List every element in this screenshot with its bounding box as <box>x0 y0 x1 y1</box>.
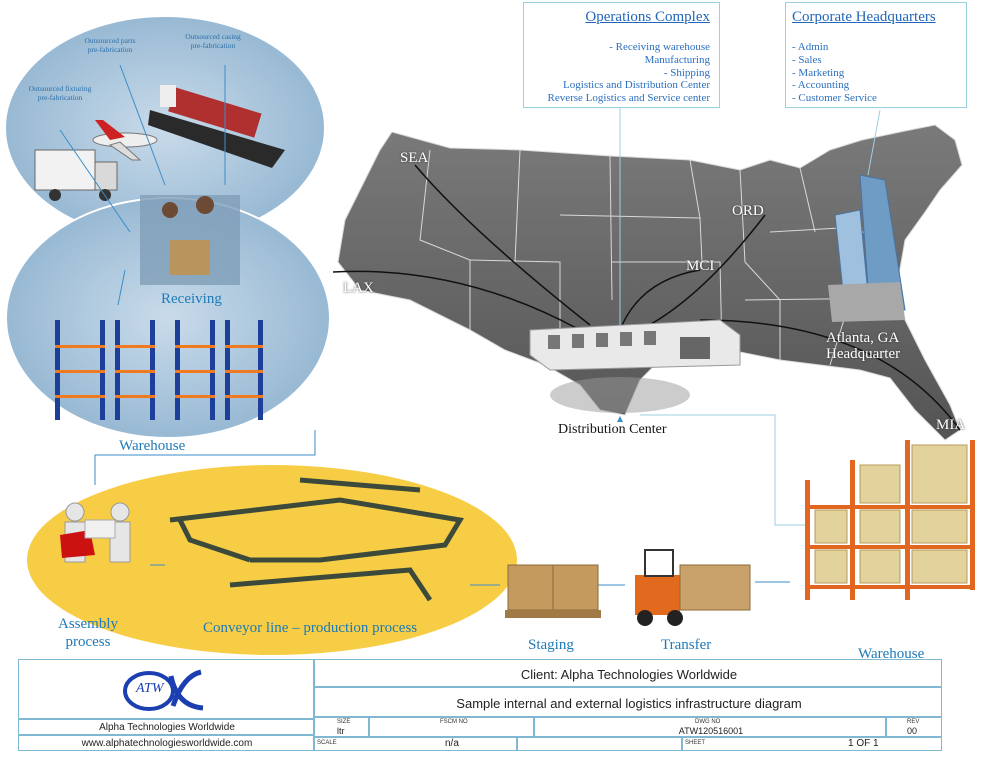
city-label-mia: MIA <box>936 417 966 433</box>
ops-item: - Shipping <box>663 66 710 79</box>
size-value: ltr <box>337 726 345 736</box>
fscm-cell: FSCM NO <box>369 717 534 737</box>
assembly-process-label: Assembly process <box>58 615 118 651</box>
assembly-label-line1: Assembly <box>58 616 118 632</box>
corporate-hq-box: Corporate Headquarters - Admin - Sales -… <box>785 2 967 108</box>
fixturing-label: Outsourced fixturing pre-fabrication <box>28 84 92 102</box>
size-label: SIZE <box>337 719 351 725</box>
hq-item: - Admin <box>792 41 829 53</box>
rev-value: 00 <box>907 726 918 736</box>
fscm-label: FSCM NO <box>440 719 468 725</box>
conveyor-image <box>169 477 465 602</box>
sheet-cell: SHEET 1 OF 1 <box>682 737 942 751</box>
forklift-image <box>635 549 751 626</box>
staging-label: Staging <box>528 637 574 653</box>
company-cell: Alpha Technologies Worldwide <box>18 719 314 735</box>
ops-item: - Receiving warehouse <box>609 41 710 53</box>
website-cell: www.alphatechnologiesworldwide.com <box>18 735 314 751</box>
distribution-center-label: Distribution Center <box>558 422 667 437</box>
city-label-sea: SEA <box>400 150 429 166</box>
atlanta-label-line2: Headquarter <box>826 346 901 362</box>
receiving-workers-image <box>140 195 240 285</box>
hq-tower-image <box>828 109 906 322</box>
city-label-lax: LAX <box>343 280 374 296</box>
transfer-label: Transfer <box>661 637 712 653</box>
staging-boxes-image <box>505 564 601 618</box>
hq-item: - Sales <box>792 53 822 66</box>
scale-value: n/a <box>445 738 459 749</box>
city-label-ord: ORD <box>732 203 764 219</box>
hq-item: - Customer Service <box>792 92 877 105</box>
corporate-hq-title[interactable]: Corporate Headquarters <box>792 9 936 25</box>
warehouse-inbound-label: Warehouse <box>119 438 186 454</box>
rev-label: REV <box>907 719 920 725</box>
scale-cell: SCALE n/a <box>314 737 517 751</box>
ops-item: Logistics and Distribution Center <box>563 79 710 92</box>
hq-item: - Accounting <box>792 79 850 92</box>
logo-text: ATW <box>136 681 164 696</box>
receiving-label: Receiving <box>161 291 222 307</box>
destination-rack-image <box>805 440 975 600</box>
assembly-label-line2: process <box>65 634 111 650</box>
atlanta-hq-label: Atlanta, GA Headquarter <box>826 330 900 362</box>
scale-label: SCALE <box>317 740 337 746</box>
flight-paths <box>332 164 961 431</box>
airplane-image <box>92 120 158 161</box>
inbound-arrows <box>59 64 790 586</box>
warehouse-outbound-label: Warehouse <box>858 646 925 662</box>
description-text: Sample internal and external logistics i… <box>456 696 802 711</box>
casing-label: Outsourced casing pre-fabrication <box>185 32 241 50</box>
city-label-mci: MCI <box>686 258 715 274</box>
sheet-label: SHEET <box>685 740 706 746</box>
assembly-figures-image <box>60 502 131 563</box>
atlanta-label-line1: Atlanta, GA <box>826 330 900 346</box>
hq-item: - Marketing <box>792 66 845 79</box>
website-link[interactable]: www.alphatechnologiesworldwide.com <box>81 738 253 749</box>
ops-item: Manufacturing <box>644 53 710 66</box>
size-cell: SIZE ltr <box>314 717 369 737</box>
atw-logo-icon <box>123 669 204 711</box>
logo-cell: ATW <box>18 659 314 719</box>
cargo-ship-image <box>148 85 285 168</box>
parts-label: Outsourced parts pre-fabrication <box>84 36 136 54</box>
blank-cell <box>517 737 682 751</box>
sheet-value: 1 OF 1 <box>848 738 879 749</box>
us-map <box>337 124 963 441</box>
warehouse-racks-image <box>55 320 263 420</box>
client-text: Client: Alpha Technologies Worldwide <box>520 667 738 682</box>
dwg-value: ATW120516001 <box>678 726 744 736</box>
description-cell: Sample internal and external logistics i… <box>314 687 942 717</box>
title-block: ATW Alpha Technologies Worldwide www.alp… <box>18 659 942 751</box>
ops-item: Reverse Logistics and Service center <box>547 92 711 105</box>
company-name: Alpha Technologies Worldwide <box>99 722 235 733</box>
truck-image <box>34 149 118 201</box>
conveyor-label: Conveyor line – production process <box>203 620 418 636</box>
distribution-center-building <box>529 319 741 413</box>
operations-complex-box: Operations Complex - Receiving warehouse… <box>523 2 720 108</box>
dwg-cell: DWG NO ATW120516001 <box>534 717 886 737</box>
dwg-label: DWG NO <box>695 719 721 725</box>
operations-complex-title[interactable]: Operations Complex <box>585 9 710 25</box>
client-cell: Client: Alpha Technologies Worldwide <box>314 659 942 687</box>
rev-cell: REV 00 <box>886 717 942 737</box>
